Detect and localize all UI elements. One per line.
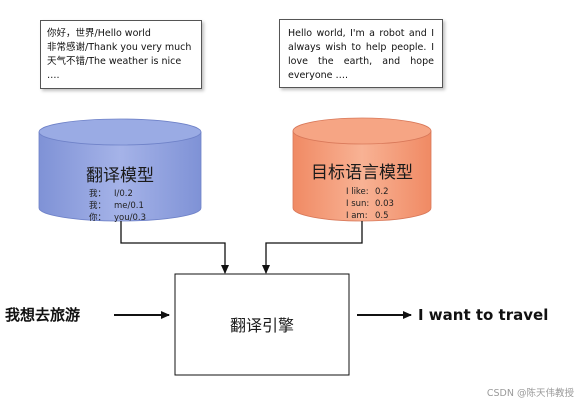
language-item-key: I like: — [346, 187, 369, 197]
translation-item-value: me/0.1 — [114, 201, 144, 211]
translation-item-value: you/0.3 — [114, 213, 146, 223]
engine-label: 翻译引擎 — [230, 316, 294, 335]
note-text: Hello world, I'm a robot and I always wi… — [288, 28, 434, 81]
input-sentence: 我想去旅游 — [5, 306, 80, 324]
translation-model-title: 翻译模型 — [86, 166, 154, 186]
language-item-key: I am: — [346, 211, 368, 221]
language-item-value: 0.03 — [375, 199, 394, 209]
language-model-cylinder: 目标语言模型 I like: 0.2 I sun: 0.03 I am: 0.5 — [292, 117, 432, 222]
target-corpus-note: Hello world, I'm a robot and I always wi… — [279, 19, 443, 88]
note-line: 你好，世界/Hello world — [47, 28, 151, 39]
language-item-key: I sun: — [346, 199, 369, 209]
language-item-value: 0.5 — [375, 211, 389, 221]
translation-item-value: I/0.2 — [114, 189, 133, 199]
translation-engine-box: 翻译引擎 — [174, 273, 350, 376]
translation-to-engine-arrow — [120, 221, 229, 274]
source-examples-note: 你好，世界/Hello world 非常感谢/Thank you very mu… — [40, 20, 202, 89]
translation-model-cylinder: 翻译模型 我： I/0.2 我： me/0.1 你： you/0.3 — [38, 118, 202, 223]
language-item-value: 0.2 — [375, 187, 389, 197]
translation-item-key: 我： — [89, 188, 106, 199]
language-to-engine-arrow — [262, 221, 363, 274]
note-line: 非常感谢/Thank you very much — [47, 42, 192, 53]
note-line: …. — [47, 70, 60, 81]
translation-item-key: 你： — [89, 212, 106, 223]
output-sentence: I want to travel — [418, 306, 548, 324]
translation-item-key: 我： — [89, 200, 106, 211]
note-line: 天气不错/The weather is nice — [47, 56, 182, 67]
language-model-title: 目标语言模型 — [311, 163, 413, 183]
watermark: CSDN @陈天伟教授 — [487, 387, 575, 399]
